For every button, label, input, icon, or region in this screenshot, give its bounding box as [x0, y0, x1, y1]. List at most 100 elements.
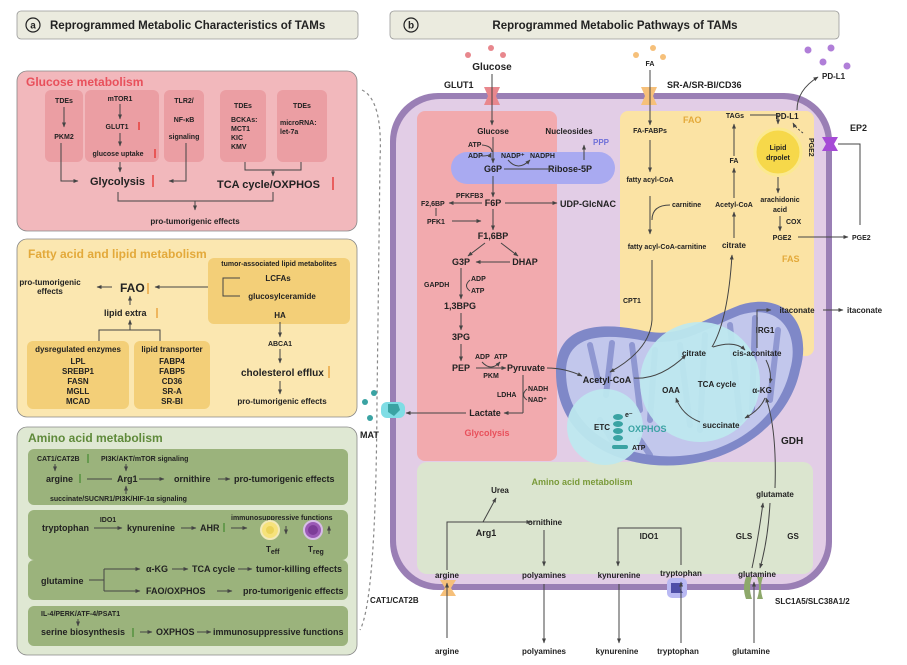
lipid-droplet-label-2: drpolet	[766, 155, 790, 162]
lipid-extra-label: lipid extra	[104, 308, 148, 318]
tdes-label: TDEs	[55, 98, 73, 105]
cholesterol-effects-label: pro-tumorigenic effects	[237, 397, 327, 406]
enzyme-item: FASN	[67, 377, 89, 386]
glucosylceramide-label: glucosylceramide	[248, 292, 316, 301]
transporter-item: SR-BI	[161, 397, 183, 406]
ep2-label: EP2	[850, 123, 867, 133]
citrate-fas-label: citrate	[722, 241, 747, 250]
fao-oxphos-label: FAO/OXPHOS	[146, 586, 206, 596]
tdes-bckas-box	[220, 90, 266, 162]
glycolysis-label: Glycolysis	[90, 176, 145, 188]
citrate-label: citrate	[682, 349, 707, 358]
enzyme-item: MCAD	[66, 397, 90, 406]
mtor1-box	[85, 90, 159, 162]
ext-tryptophan-label: tryptophan	[657, 647, 699, 656]
fatty-acyl-coa-label: fatty acyl-CoA	[626, 177, 673, 184]
f6p-label: F6P	[485, 198, 502, 208]
transporter-item: CD36	[162, 377, 183, 386]
cat1-cat2b-label: CAT1/CAT2B	[37, 456, 80, 463]
fa-label: FA	[730, 158, 739, 165]
immunosuppressive-label: immunosuppressive functions	[231, 515, 333, 522]
glutamine-row	[28, 560, 348, 600]
cox-label: COX	[786, 219, 802, 226]
kmv-label: KMV	[231, 144, 247, 151]
adp-label: ADP	[471, 276, 486, 283]
sr-transporter-icon	[641, 87, 657, 105]
gs-label: GS	[787, 532, 799, 541]
cat1-cat2b-label: CAT1/CAT2B	[370, 596, 419, 605]
nucleosides-label: Nucleosides	[545, 127, 593, 136]
mct1-label: MCT1	[231, 126, 250, 133]
nad-label: NAD⁺	[528, 397, 547, 404]
ext-kynurenine-label: kynurenine	[596, 647, 639, 656]
itaconate-label: itaconate	[779, 306, 815, 315]
ahr-label: AHR	[200, 523, 220, 533]
lipid-droplet-label: Lipid	[770, 145, 787, 152]
cholesterol-efflux-label: cholesterol efflux	[241, 368, 324, 379]
tlr2-box	[164, 90, 204, 162]
tdes-microrna-box	[277, 90, 327, 162]
3pg-label: 3PG	[452, 332, 470, 342]
bpg-label: 1,3BPG	[444, 301, 476, 311]
lactate-label: Lactate	[469, 408, 501, 418]
microrna-label: microRNA:	[280, 120, 317, 127]
ep2-receptor-icon	[822, 137, 838, 151]
pfk1-label: PFK1	[427, 219, 445, 226]
lipid-droplet-icon	[753, 127, 803, 177]
transporter-item: FABP4	[159, 357, 185, 366]
succinate-label: succinate	[703, 421, 740, 430]
slc-label: SLC1A5/SLC38A1/2	[775, 597, 850, 606]
arginine-row	[28, 449, 348, 505]
kynurenine-label: kynurenine	[127, 523, 175, 533]
pfkfb3-label: PFKFB3	[456, 193, 483, 200]
panel-b-title: Reprogrammed Metabolic Pathways of TAMs	[492, 20, 737, 32]
amino-acid-region	[417, 462, 813, 574]
mat-molecules-icon	[362, 390, 377, 421]
tca-cycle-label: TCA cycle	[192, 564, 235, 574]
tca-cycle-label: TCA cycle	[698, 380, 737, 389]
serine-biosynthesis-label: serine biosynthesis	[41, 627, 125, 637]
ribose-5p-label: Ribose-5P	[548, 164, 592, 174]
tca-cycle-circle	[640, 322, 760, 442]
tryptophan-label: tryptophan	[42, 523, 89, 533]
slc-transporter-icon	[744, 577, 763, 599]
metabolites-title: tumor-associated lipid metabolites	[221, 261, 337, 268]
glutamine-label: glutamine	[738, 570, 776, 579]
serine-immuno-label: immunosuppressive functions	[213, 627, 344, 637]
amino-section-title: Amino acid metabolism	[28, 431, 163, 445]
amino-acid-panel-a: Amino acid metabolism CAT1/CAT2B PI3K/AK…	[16, 426, 358, 656]
f26bp-label: F2,6BP	[421, 201, 445, 208]
fa-molecules-icon	[633, 45, 666, 60]
ext-pdl1-label: PD-L1	[822, 72, 846, 81]
adp-label: ADP	[468, 153, 483, 160]
glut1-label: GLUT1	[444, 80, 474, 90]
tdes-label: TDEs	[293, 103, 311, 110]
bckas-label: BCKAs:	[231, 117, 257, 124]
lipid-transporter-box	[134, 341, 210, 409]
pathway-arrows	[405, 70, 861, 644]
succinate-signaling-label: succinate/SUCNR1/PI3K/HIF-1α signaling	[50, 496, 187, 503]
kynurenine-label: kynurenine	[598, 571, 641, 580]
nadph-label: NADPH	[530, 153, 555, 160]
tags-label: TAGs	[726, 113, 744, 120]
cpt1-label: CPT1	[623, 298, 641, 305]
cis-aconitate-label: cis-aconitate	[733, 349, 782, 358]
let7a-label: let-7a	[280, 129, 298, 136]
arg1-label: Arg1	[117, 474, 138, 484]
badge-b: b	[408, 21, 414, 32]
atp-label: ATP	[468, 142, 482, 149]
amino-region-title: Amino acid metabolism	[531, 477, 632, 487]
ido1-label: IDO1	[100, 517, 116, 524]
mat-transporter-icon	[381, 402, 405, 418]
tumor-killing-label: tumor-killing effects	[256, 564, 342, 574]
arginine-effect-label: pro-tumorigenic effects	[234, 474, 335, 484]
gapdh-label: GAPDH	[424, 282, 449, 289]
transporter-item: SR-A	[162, 387, 182, 396]
ornithine-label: ornithine	[528, 518, 563, 527]
lipid-metabolism-panel: Fatty acid and lipid metabolism pro-tumo…	[16, 238, 358, 418]
atp-label: ATP	[632, 445, 646, 452]
adp-label: ADP	[475, 354, 490, 361]
glucose-section-title: Glucose metabolism	[26, 75, 143, 89]
atp-label: ATP	[471, 288, 485, 295]
glutamine-effect-label: pro-tumorigenic effects	[243, 586, 344, 596]
